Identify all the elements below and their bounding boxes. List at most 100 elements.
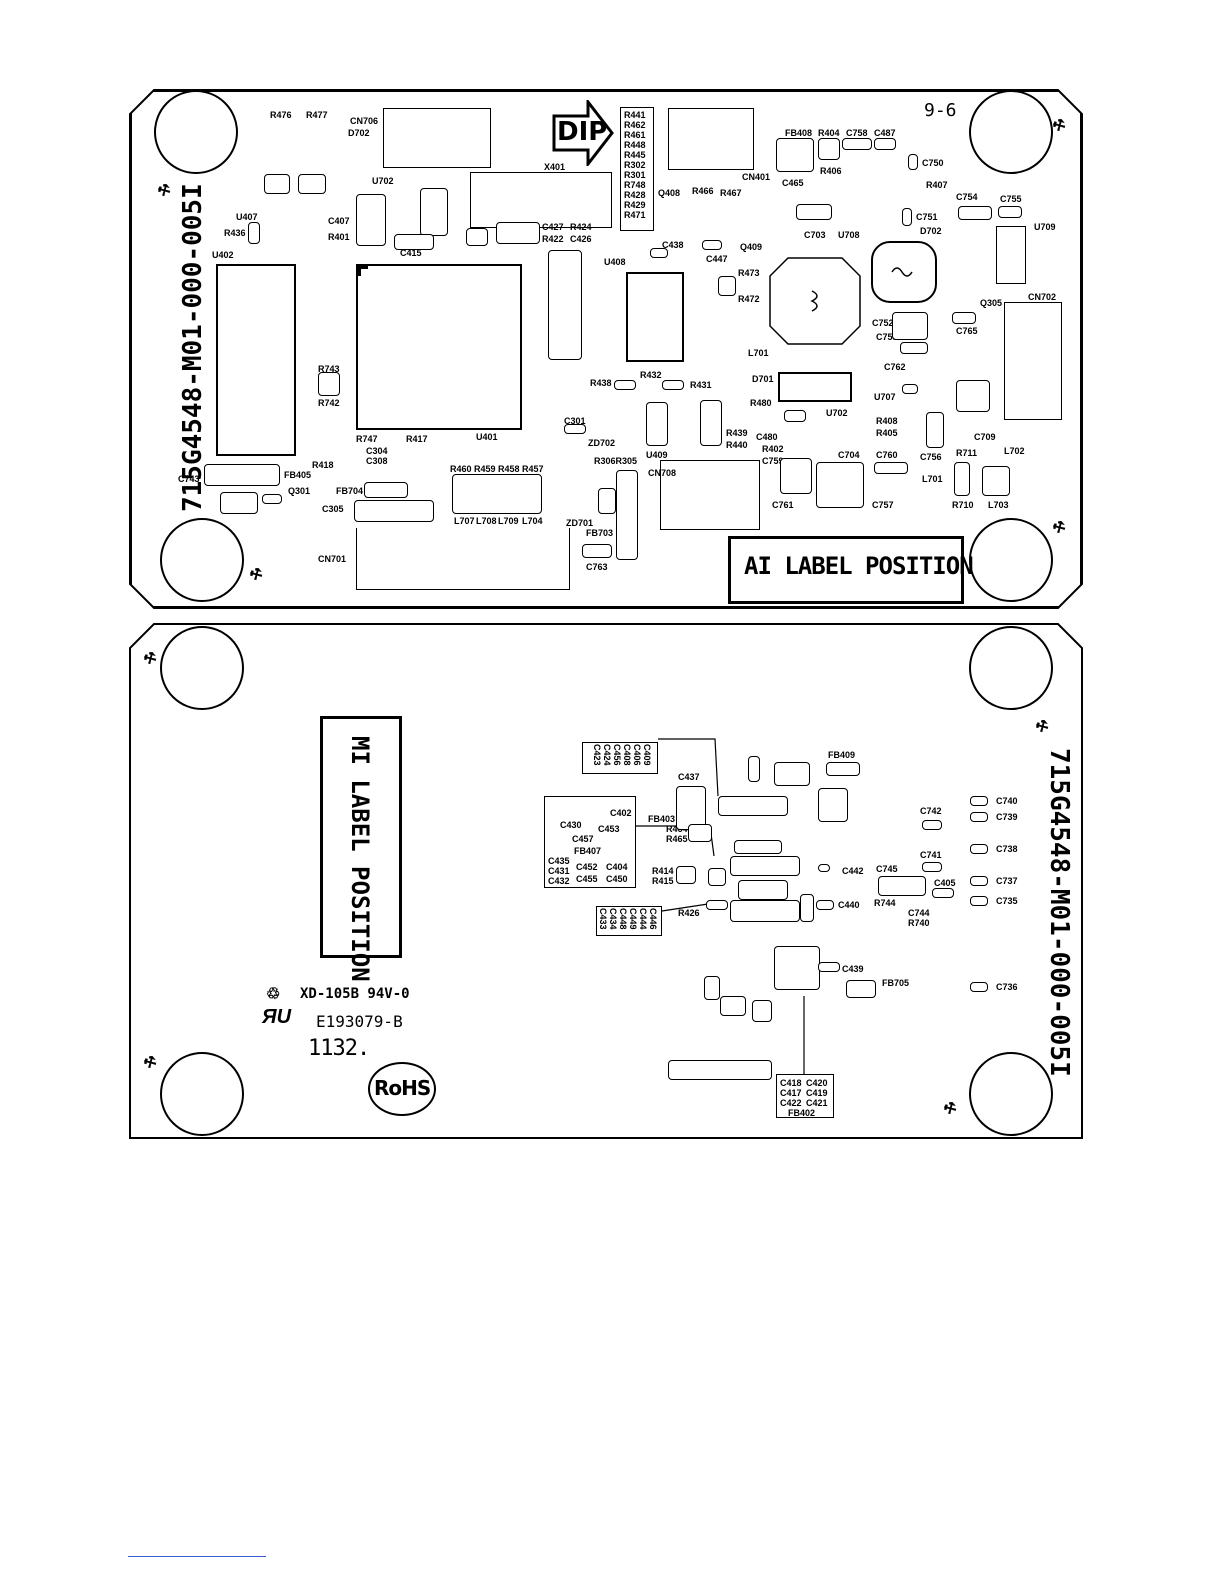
group4-label: C418	[780, 1078, 802, 1088]
group1-box	[582, 742, 658, 774]
capacitor-pad	[706, 900, 728, 910]
c758-label: C758	[846, 128, 868, 138]
dip-arrow-icon	[552, 100, 614, 166]
capacitor-pad	[262, 494, 282, 504]
c407-label: C407	[328, 216, 350, 226]
r458-label: R458	[498, 464, 520, 474]
r418-label: R418	[312, 460, 334, 470]
c735-label: C735	[996, 896, 1018, 906]
capacitor-pad	[780, 458, 812, 494]
fb409-label: FB409	[828, 750, 856, 760]
l709-label: L709	[498, 516, 519, 526]
r440-label: R440	[726, 440, 748, 450]
capacitor-pad	[826, 762, 860, 776]
u709-chip	[996, 226, 1026, 284]
r426-label: R426	[678, 908, 700, 918]
resistor-label: R462	[624, 120, 646, 130]
group2-label: C435	[548, 856, 570, 866]
mounting-hole-bottom-left	[160, 1052, 244, 1136]
r747-label: R747	[356, 434, 378, 444]
capacitor-pad	[718, 276, 736, 296]
l707-label: L707	[454, 516, 475, 526]
c741-label: C741	[920, 850, 942, 860]
r742-label: R742	[318, 398, 340, 408]
c745-label: C745	[876, 864, 898, 874]
c704-label: C704	[838, 450, 860, 460]
u402-label: U402	[212, 250, 234, 260]
c765-label: C765	[956, 326, 978, 336]
capacitor-pad	[730, 900, 800, 922]
bottom-part-number: 715G4548-M01-000-005I	[1044, 748, 1074, 1077]
capacitor-pad	[548, 250, 582, 360]
r473-label: R473	[738, 268, 760, 278]
cn702-connector	[1004, 302, 1062, 420]
capacitor-pad	[650, 248, 668, 258]
ul-logo-icon: ЯU	[262, 1006, 292, 1028]
cn706-label: CN706	[350, 116, 379, 126]
c308-label: C308	[366, 456, 388, 466]
capacitor-pad	[970, 844, 988, 854]
capacitor-pad	[466, 228, 488, 246]
c754-label: C754	[956, 192, 978, 202]
u410-label: U702	[372, 176, 394, 186]
c709-label: C709	[974, 432, 996, 442]
mounting-hole-top-right	[969, 626, 1053, 710]
fb408-label: FB408	[785, 128, 813, 138]
zd701-label: L702	[1004, 446, 1025, 456]
d701-label: D701	[752, 374, 774, 384]
capacitor-pad	[700, 400, 722, 446]
capacitor-pad	[220, 492, 258, 514]
r407-label: R407	[926, 180, 948, 190]
r417-label: R417	[406, 434, 428, 444]
u401-pin1-marker	[356, 264, 368, 276]
capacitor-pad	[902, 384, 918, 394]
cn401-label: CN401	[742, 172, 771, 182]
l703-label: L701	[748, 348, 769, 358]
mi-label-box	[320, 716, 402, 958]
capacitor-pad	[900, 342, 928, 354]
footer-link-underline[interactable]	[128, 1556, 266, 1557]
group4-label: C420	[806, 1078, 828, 1088]
capacitor-pad	[892, 312, 928, 340]
resistor-label: R301	[624, 170, 646, 180]
capacitor-pad	[970, 896, 988, 906]
resistor-label: R445	[624, 150, 646, 160]
c743-label: C743	[178, 474, 200, 484]
c755-label: C755	[1000, 194, 1022, 204]
c447-label: C447	[706, 254, 728, 264]
capacitor-pad	[420, 188, 448, 236]
capacitor-pad	[816, 900, 834, 910]
capacitor-pad	[676, 786, 706, 830]
c757-label: C757	[872, 500, 894, 510]
capacitor-pad	[496, 222, 540, 244]
r480-label: R480	[750, 398, 772, 408]
group2-label: C455	[576, 874, 598, 884]
c762-label: C762	[884, 362, 906, 372]
mounting-hole-bottom-right	[969, 518, 1053, 602]
u408-chip	[626, 272, 684, 362]
c751-label: C751	[916, 212, 938, 222]
capacitor-pad	[902, 208, 912, 226]
capacitor-pad	[922, 862, 942, 872]
r460-label: R460	[450, 464, 472, 474]
c761-label: C761	[772, 500, 794, 510]
capacitor-pad	[614, 380, 636, 390]
c415-label: C415	[400, 248, 422, 258]
group2-box	[544, 796, 636, 888]
resistor-stack-box	[620, 107, 654, 231]
capacitor-pad	[816, 462, 864, 508]
c760-label: C760	[876, 450, 898, 460]
mounting-hole-top-left	[154, 90, 238, 174]
capacitor-pad	[748, 756, 760, 782]
capacitor-pad	[922, 820, 942, 830]
r476-label: R476	[270, 110, 292, 120]
q409-label: Q409	[740, 242, 763, 252]
r466-label: R466	[692, 186, 714, 196]
capacitor-pad	[952, 312, 976, 324]
capacitor-pad	[646, 402, 668, 446]
d701-diode	[778, 372, 852, 402]
capacitor-pad	[970, 812, 988, 822]
r414-label: R414	[652, 866, 674, 876]
u401-chip	[356, 264, 522, 430]
capacitor-pad	[452, 474, 542, 514]
